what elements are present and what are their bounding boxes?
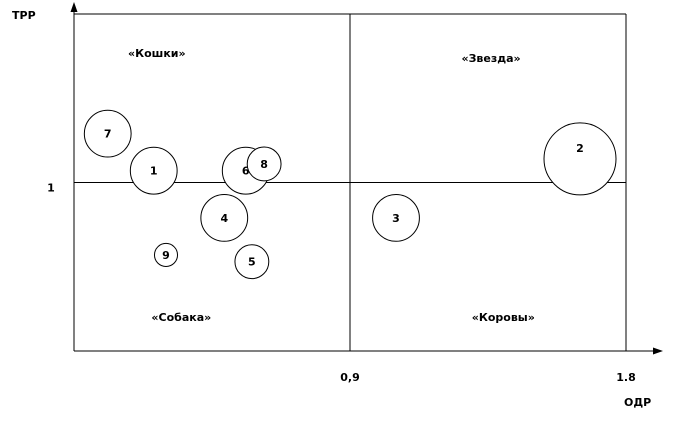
x-axis-arrow-icon [653, 347, 663, 355]
bubble-3 [372, 193, 420, 242]
y-tick-label: 1 [47, 182, 55, 195]
bubble-7 [83, 109, 132, 158]
bubble-1 [129, 146, 178, 195]
quadrant-label-star: «Звезда» [461, 52, 520, 65]
bubble-label: 4 [220, 212, 228, 225]
bubble-8 [246, 146, 282, 182]
bubble-4 [200, 193, 249, 242]
tick-labels: 0,9 1.8 1 [47, 182, 636, 385]
quadrant-label-dog: «Собака» [151, 311, 211, 324]
y-axis-arrow-icon [70, 2, 78, 12]
bubble-label: 3 [392, 212, 400, 225]
x-tick-label: 0,9 [340, 371, 360, 384]
bubble-label: 5 [248, 256, 256, 269]
quadrant-label-cows: «Коровы» [472, 311, 535, 324]
bubbles: 7 1 68 4 9 5 3 2 [83, 109, 617, 280]
bubble-label: 9 [162, 249, 170, 262]
y-axis-label: ТРР [12, 9, 36, 22]
bubble-label: 8 [260, 158, 268, 171]
quadrant-labels: «Кошки» «Звезда» «Собака» «Коровы» [128, 47, 535, 324]
bubble-label: 7 [104, 128, 112, 141]
bubble-label: 1 [150, 165, 158, 178]
bubble-5 [234, 244, 270, 280]
x-tick-label: 1.8 [616, 371, 636, 384]
bubble-2 [543, 122, 617, 196]
quadrant-label-cats: «Кошки» [128, 47, 186, 60]
bubble-label: 2 [576, 142, 584, 155]
x-axis-label: ОДР [624, 396, 651, 409]
bubble-9 [153, 242, 179, 267]
bubble-label: 6 [242, 165, 250, 178]
